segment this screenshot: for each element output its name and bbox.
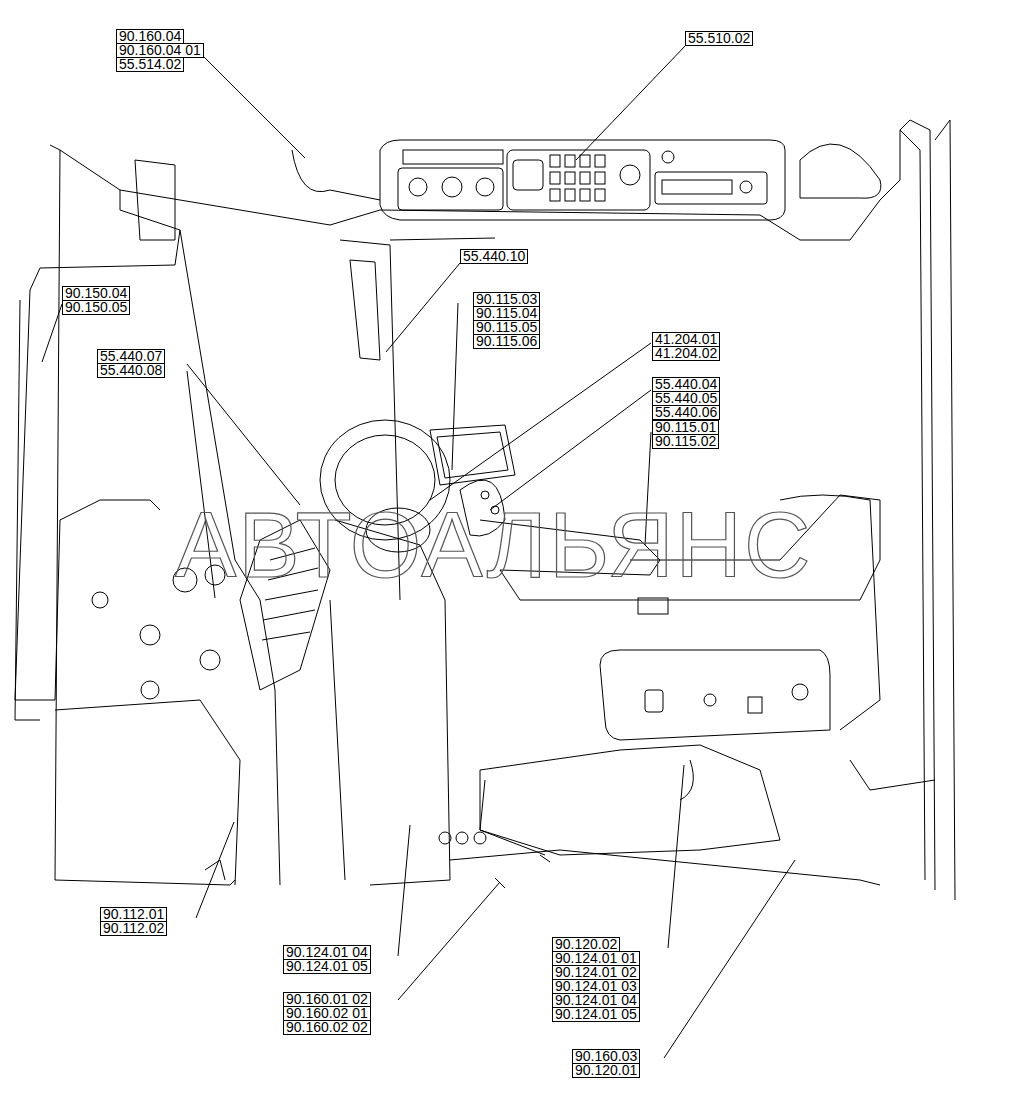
callout-group: 90.120.0290.124.01 0190.124.01 0290.124.…	[552, 938, 640, 1022]
callout-group: 90.160.0490.160.04 0155.514.02	[116, 30, 204, 72]
callout-number: 90.124.01 01	[552, 951, 640, 966]
callout-number: 90.124.01 05	[552, 1007, 640, 1022]
callout-number: 90.124.01 02	[552, 965, 640, 980]
callout-group: 90.115.0190.115.02	[652, 421, 719, 449]
callout-number: 90.115.01	[652, 420, 719, 435]
callout-number: 41.204.01	[652, 332, 720, 347]
callout-number: 55.514.02	[116, 57, 184, 72]
callout-group: 55.440.0755.440.08	[97, 350, 165, 378]
callout-number: 90.160.02 02	[283, 1020, 371, 1035]
callout-number: 55.440.05	[652, 391, 720, 406]
callout-group: 90.150.0490.150.05	[62, 287, 130, 315]
callout-number: 41.204.02	[652, 346, 720, 361]
callout-group: 55.440.0455.440.0555.440.06	[652, 378, 720, 420]
callout-number: 90.150.05	[62, 300, 130, 315]
callout-number: 90.124.01 03	[552, 979, 640, 994]
callout-group: 90.115.0390.115.0490.115.0590.115.06	[473, 293, 540, 349]
callout-number: 55.440.06	[652, 405, 720, 420]
callout-group: 41.204.0141.204.02	[652, 333, 720, 361]
callout-group: 90.124.01 0490.124.01 05	[283, 946, 371, 974]
callout-number: 90.112.02	[100, 921, 167, 936]
callout-number: 90.115.05	[473, 320, 540, 335]
callout-number: 90.160.01 02	[283, 992, 371, 1007]
callout-number: 90.115.04	[473, 306, 540, 321]
callout-group: 90.160.0390.120.01	[572, 1050, 640, 1078]
callout-number: 90.160.03	[572, 1049, 640, 1064]
callout-number: 55.440.04	[652, 377, 720, 392]
callout-number: 55.440.08	[97, 363, 165, 378]
callout-number: 90.115.02	[652, 434, 719, 449]
callout-number: 55.510.02	[685, 31, 753, 46]
callout-group: 90.112.0190.112.02	[100, 908, 167, 936]
callout-number: 90.160.04 01	[116, 43, 204, 58]
callout-number: 90.112.01	[100, 907, 167, 922]
callout-number: 55.440.10	[460, 249, 528, 264]
callout-number: 90.150.04	[62, 286, 130, 301]
callout-number: 90.115.03	[473, 292, 540, 307]
callout-number: 55.440.07	[97, 349, 165, 364]
callout-group: 90.160.01 0290.160.02 0190.160.02 02	[283, 993, 371, 1035]
watermark: АВТОАЛЬЯНС	[175, 495, 813, 595]
callout-number: 90.120.02	[552, 937, 620, 952]
callout-number: 90.120.01	[572, 1063, 640, 1078]
callout-number: 90.124.01 04	[552, 993, 640, 1008]
callout-number: 90.160.02 01	[283, 1006, 371, 1021]
callout-number: 90.115.06	[473, 334, 540, 349]
callout-number: 90.160.04	[116, 29, 184, 44]
callout-number: 90.124.01 04	[283, 945, 371, 960]
callout-group: 55.510.02	[685, 32, 753, 46]
callout-number: 90.124.01 05	[283, 959, 371, 974]
callout-group: 55.440.10	[460, 250, 528, 264]
